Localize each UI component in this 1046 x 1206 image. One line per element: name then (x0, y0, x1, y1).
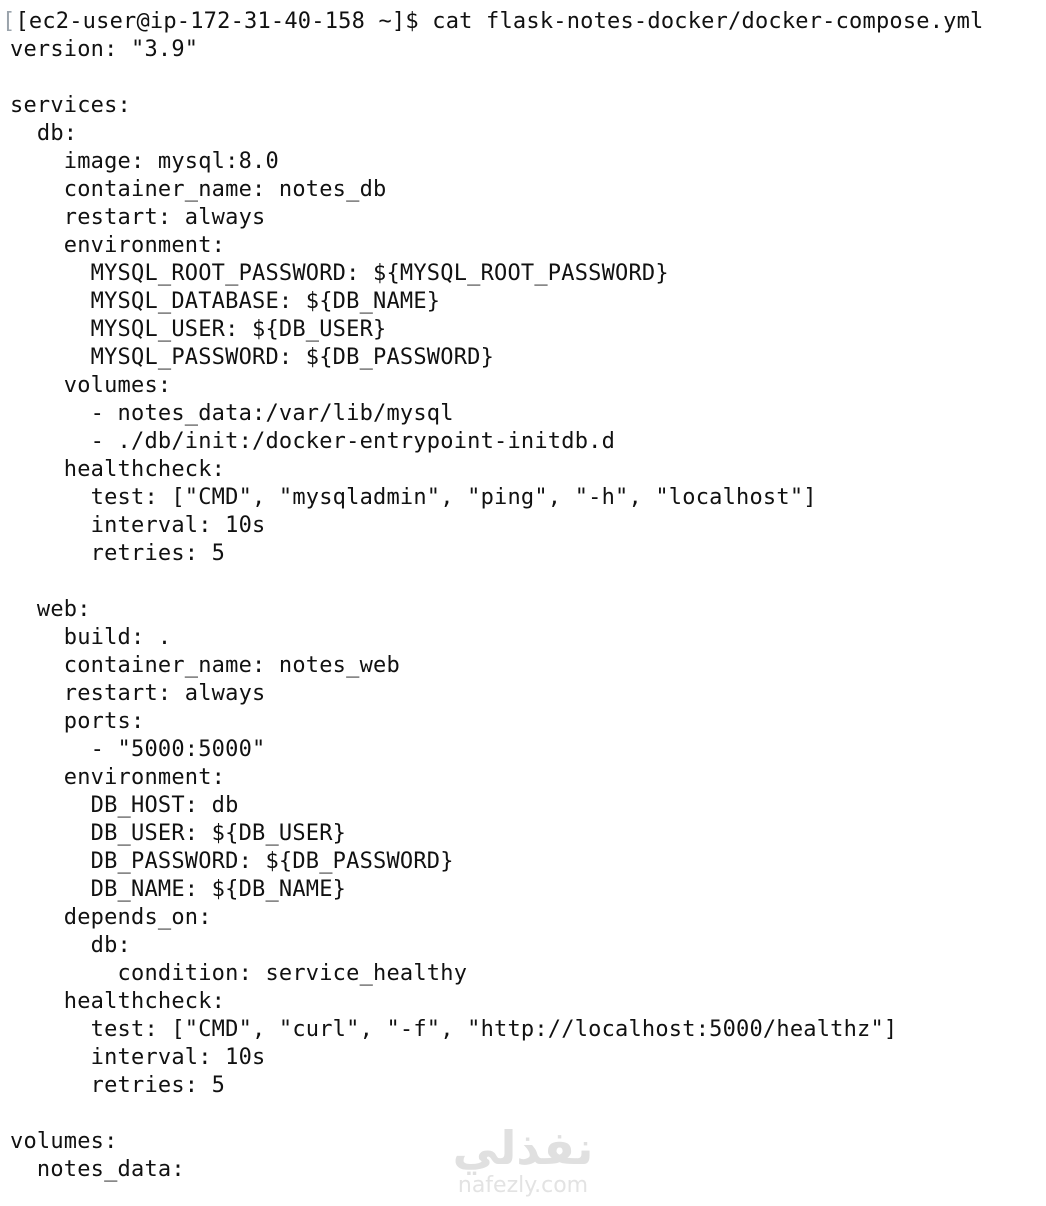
terminal-line: environment: (10, 765, 226, 790)
terminal-line: healthcheck: (10, 457, 226, 482)
terminal-line: DB_USER: ${DB_USER} (10, 821, 347, 846)
terminal-line: version: "3.9" (10, 37, 199, 62)
terminal-line: MYSQL_DATABASE: ${DB_NAME} (10, 289, 441, 314)
terminal-line: container_name: notes_db (10, 177, 387, 202)
shell-prompt-line: [[ec2-user@ip-172-31-40-158 ~]$ cat flas… (2, 8, 1046, 36)
terminal-line: container_name: notes_web (10, 653, 400, 678)
terminal-line: DB_NAME: ${DB_NAME} (10, 877, 347, 902)
terminal-line: DB_PASSWORD: ${DB_PASSWORD} (10, 849, 454, 874)
terminal-line: ports: (10, 709, 145, 734)
terminal-line: volumes: (10, 373, 172, 398)
terminal-line (10, 64, 1046, 92)
terminal-line: - ./db/init:/docker-entrypoint-initdb.d (10, 429, 616, 454)
terminal-line (10, 1100, 1046, 1128)
terminal-window: [[ec2-user@ip-172-31-40-158 ~]$ cat flas… (2, 8, 1046, 1184)
terminal-line: MYSQL_ROOT_PASSWORD: ${MYSQL_ROOT_PASSWO… (10, 261, 669, 286)
terminal-line: db: (10, 933, 132, 958)
terminal-line: build: . (10, 625, 172, 650)
terminal-line: image: mysql:8.0 (10, 149, 279, 174)
terminal-line: test: ["CMD", "curl", "-f", "http://loca… (10, 1017, 898, 1042)
terminal-line: retries: 5 (10, 541, 226, 566)
terminal-line: web: (10, 597, 91, 622)
terminal-line: db: (10, 121, 78, 146)
terminal-line: interval: 10s (10, 513, 266, 538)
terminal-line: MYSQL_PASSWORD: ${DB_PASSWORD} (10, 345, 495, 370)
terminal-line: - "5000:5000" (10, 737, 266, 762)
terminal-line: MYSQL_USER: ${DB_USER} (10, 317, 387, 342)
terminal-line: - notes_data:/var/lib/mysql (10, 401, 454, 426)
terminal-line: healthcheck: (10, 989, 226, 1014)
terminal-line: volumes: (10, 1129, 118, 1154)
terminal-line: services: (10, 93, 132, 118)
shell-prompt: [ec2-user@ip-172-31-40-158 ~]$ (15, 9, 419, 34)
terminal-line: condition: service_healthy (10, 961, 468, 986)
terminal-line: retries: 5 (10, 1073, 226, 1098)
terminal-line: test: ["CMD", "mysqladmin", "ping", "-h"… (10, 485, 817, 510)
terminal-line: depends_on: (10, 905, 212, 930)
terminal-line: notes_data: (10, 1157, 185, 1182)
terminal-line: DB_HOST: db (10, 793, 239, 818)
line-wrap-indicator: [ (2, 9, 16, 34)
terminal-line: interval: 10s (10, 1045, 266, 1070)
terminal-line: restart: always (10, 681, 266, 706)
docker-compose-file-output: version: "3.9" services: db: image: mysql… (10, 36, 1046, 1184)
terminal-line: restart: always (10, 205, 266, 230)
terminal-line: environment: (10, 233, 226, 258)
terminal-line (10, 568, 1046, 596)
shell-command: cat flask-notes-docker/docker-compose.ym… (418, 9, 984, 34)
